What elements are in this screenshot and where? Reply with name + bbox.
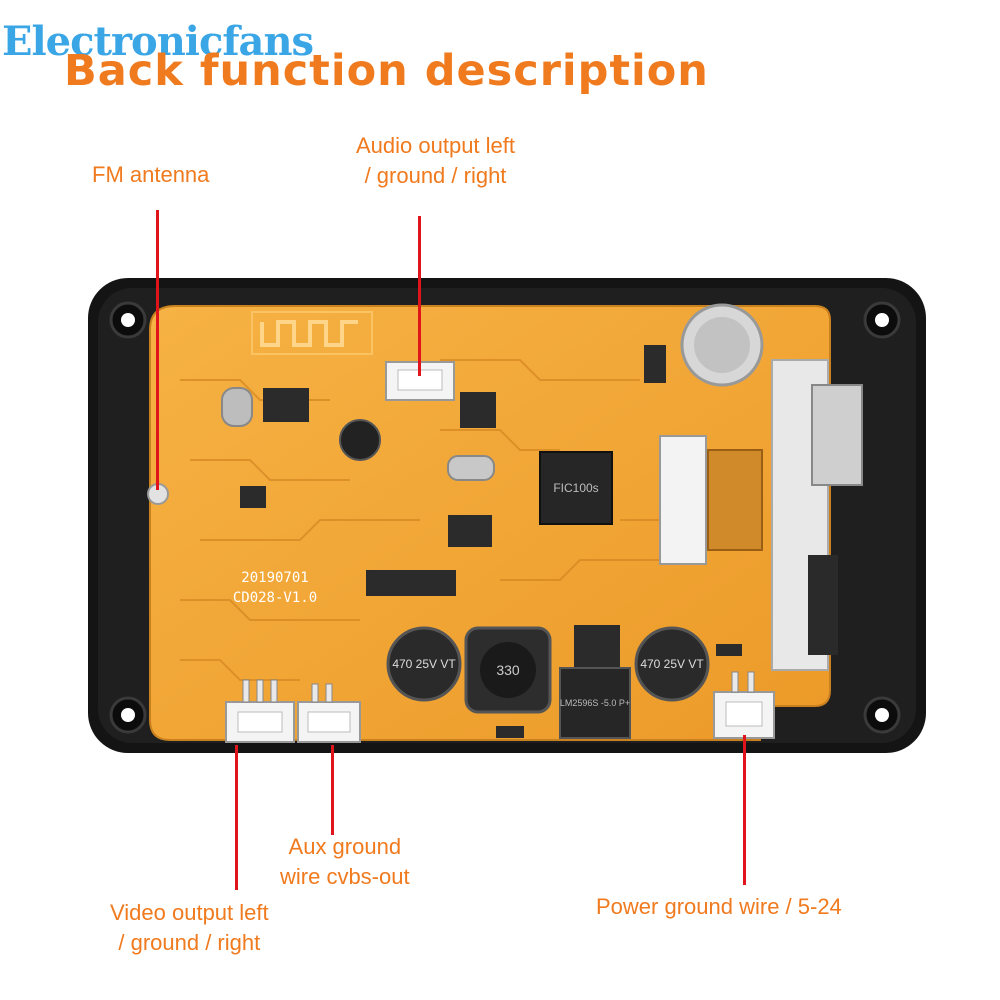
ic-left [263, 388, 309, 422]
svg-text:CD028-V1.0: CD028-V1.0 [233, 590, 317, 606]
svg-text:LM2596S -5.0 P+: LM2596S -5.0 P+ [560, 698, 630, 708]
fm-antenna-label: FM antenna [92, 160, 209, 190]
audio-output-label: Audio output left / ground / right [356, 131, 515, 191]
power-ground-label: Power ground wire / 5-24 [596, 892, 842, 922]
aux-ground-pointer [331, 745, 334, 835]
video-output-line1: Video output left [110, 900, 269, 925]
power-ground-pointer [743, 735, 746, 885]
main-chip [539, 451, 613, 525]
svg-text:470 25V VT: 470 25V VT [640, 657, 704, 671]
brand-watermark: Electronicfans [2, 18, 314, 65]
video-output-pointer [235, 745, 238, 890]
audio-output-line2: / ground / right [364, 163, 507, 188]
svg-text:20190701: 20190701 [241, 570, 308, 586]
page-title: Back function description [64, 46, 709, 96]
audio-output-pointer [418, 216, 421, 376]
power-ground-text: Power ground wire / 5-24 [596, 894, 842, 919]
fm-antenna-pointer [156, 210, 159, 490]
svg-text:470 25V VT: 470 25V VT [392, 657, 456, 671]
audio-output-line1: Audio output left [356, 133, 516, 158]
video-output-label: Video output left / ground / right [110, 898, 269, 958]
mounting-holes [109, 301, 901, 734]
aux-ground-line2: wire cvbs-out [280, 864, 410, 889]
video-output-line2: / ground / right [118, 930, 261, 955]
aux-ground-line1: Aux ground [288, 834, 402, 859]
svg-text:FIC100s: FIC100s [553, 481, 598, 495]
aux-ground-label: Aux ground wire cvbs-out [280, 832, 410, 892]
svg-text:330: 330 [496, 662, 520, 678]
fm-antenna-text: FM antenna [92, 162, 210, 187]
